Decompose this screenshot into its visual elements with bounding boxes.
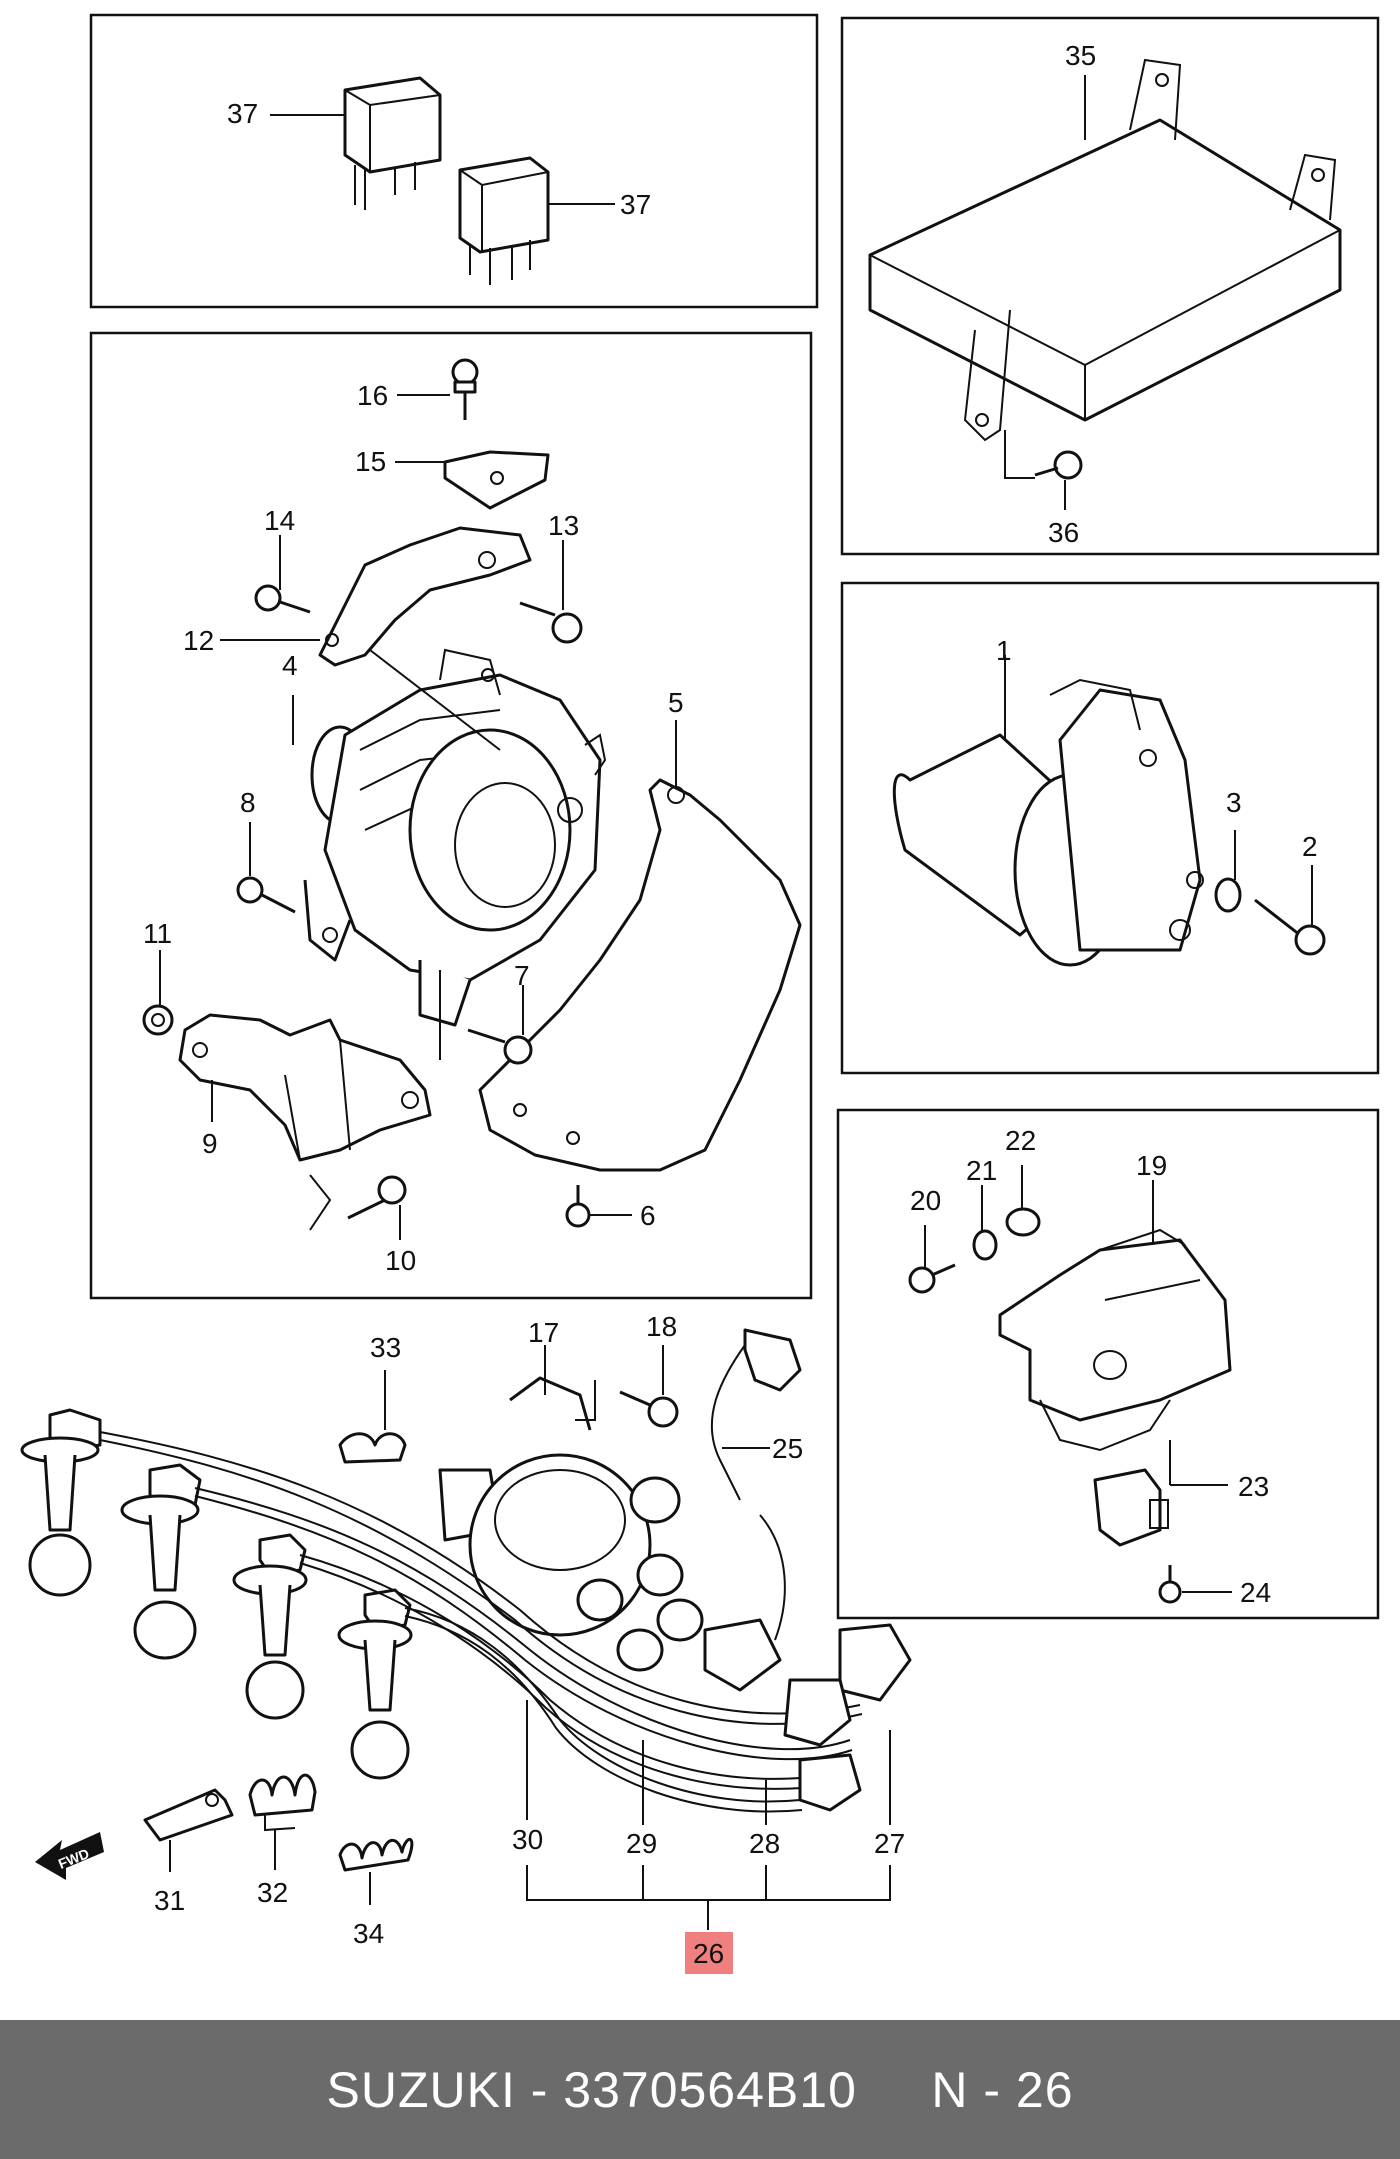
ecu-frame: [840, 16, 1380, 556]
callout-18: 18: [646, 1311, 677, 1342]
callout-35: 35: [1065, 40, 1096, 71]
callout-4: 4: [282, 650, 298, 681]
grommet-22: [1005, 1207, 1041, 1237]
callout-7: 7: [514, 960, 530, 991]
bolt-2: [1254, 898, 1326, 956]
igniter-part: [998, 1228, 1232, 1452]
bolt-18: [619, 1390, 679, 1428]
mounting-bracket-9: [178, 1013, 432, 1162]
callout-34: 34: [353, 1918, 384, 1949]
alternator-frame: [89, 331, 813, 1300]
bolt-8: [236, 876, 296, 914]
callout-21: 21: [966, 1155, 997, 1186]
ecu-part: [868, 58, 1342, 442]
fwd-arrow-icon: FWD: [35, 1832, 104, 1880]
clamp-32: [248, 1773, 317, 1832]
callout-23: 23: [1238, 1471, 1269, 1502]
callout-14: 14: [264, 505, 295, 536]
callout-29: 29: [626, 1828, 657, 1859]
callout-30: 30: [512, 1824, 543, 1855]
highlight-box-26: [685, 1932, 733, 1974]
igniter-frame: [836, 1108, 1380, 1620]
spacer-3: [1214, 877, 1242, 913]
callout-25: 25: [772, 1433, 803, 1464]
callout-8: 8: [240, 787, 256, 818]
callout-2: 2: [1302, 831, 1318, 862]
callout-32: 32: [257, 1877, 288, 1908]
bolt-10: [347, 1175, 407, 1220]
callout-6: 6: [640, 1200, 656, 1231]
callout-36: 36: [1048, 517, 1079, 548]
callout-20: 20: [910, 1185, 941, 1216]
callout-19: 19: [1136, 1150, 1167, 1181]
callout-15: 15: [355, 446, 386, 477]
distributor-part: [438, 1376, 704, 1672]
bolt-36: [1034, 450, 1083, 480]
bolt-20: [908, 1263, 956, 1294]
bolt-6: [565, 1185, 591, 1228]
bracket-15: [443, 450, 550, 510]
plug-boots: [20, 1408, 413, 1780]
nut-11: [142, 1004, 174, 1036]
bolt-13: [519, 601, 583, 644]
callout-26: 26: [693, 1938, 724, 1969]
alternator-part: [303, 648, 607, 1027]
callout-11: 11: [143, 918, 172, 949]
callout-24: 24: [1240, 1577, 1271, 1608]
callout-3: 3: [1226, 787, 1242, 818]
collar-21: [972, 1229, 998, 1261]
callout-5: 5: [668, 687, 684, 718]
callout-16: 16: [357, 380, 388, 411]
part-number-footer: SUZUKI - 3370564B10 N - 26: [0, 2020, 1400, 2159]
adjust-bracket-12: [318, 526, 532, 667]
cover-5: [478, 778, 802, 1172]
callout-10: 10: [385, 1245, 416, 1276]
relay-frame: [89, 13, 819, 309]
bolt-14: [254, 584, 311, 614]
callout-37: 37: [227, 98, 258, 129]
bolt-7: [467, 1028, 533, 1065]
callout-9: 9: [202, 1128, 218, 1159]
hose-25: [703, 1328, 802, 1692]
callout-28: 28: [749, 1828, 780, 1859]
relay-part-lower: [458, 156, 550, 285]
callout-13: 13: [548, 510, 579, 541]
callout-31: 31: [154, 1885, 185, 1916]
bolt-24: [1158, 1565, 1182, 1604]
starter-frame: [840, 581, 1380, 1075]
callout-27: 27: [874, 1828, 905, 1859]
clamp-34: [338, 1838, 414, 1872]
svg-text:FWD: FWD: [56, 1845, 92, 1872]
clamp-33: [338, 1432, 407, 1464]
parts-diagram: 37 37 35 36 1 3: [20, 13, 1380, 1974]
callout-12: 12: [183, 625, 214, 656]
wire-set-bracket: [526, 1865, 891, 1930]
callout-22: 22: [1005, 1125, 1036, 1156]
callout-37: 37: [620, 189, 651, 220]
starter-motor-part: [892, 678, 1204, 967]
footer-text: SUZUKI - 3370564B10 N - 26: [326, 2061, 1074, 2118]
sensor-23: [1093, 1468, 1169, 1547]
clip-31: [143, 1788, 234, 1842]
bolt-16: [451, 358, 479, 420]
relay-part-upper: [343, 76, 442, 210]
ignition-wires: [99, 1431, 912, 1813]
callout-33: 33: [370, 1332, 401, 1363]
callout-1: 1: [996, 635, 1012, 666]
callout-17: 17: [528, 1317, 559, 1348]
